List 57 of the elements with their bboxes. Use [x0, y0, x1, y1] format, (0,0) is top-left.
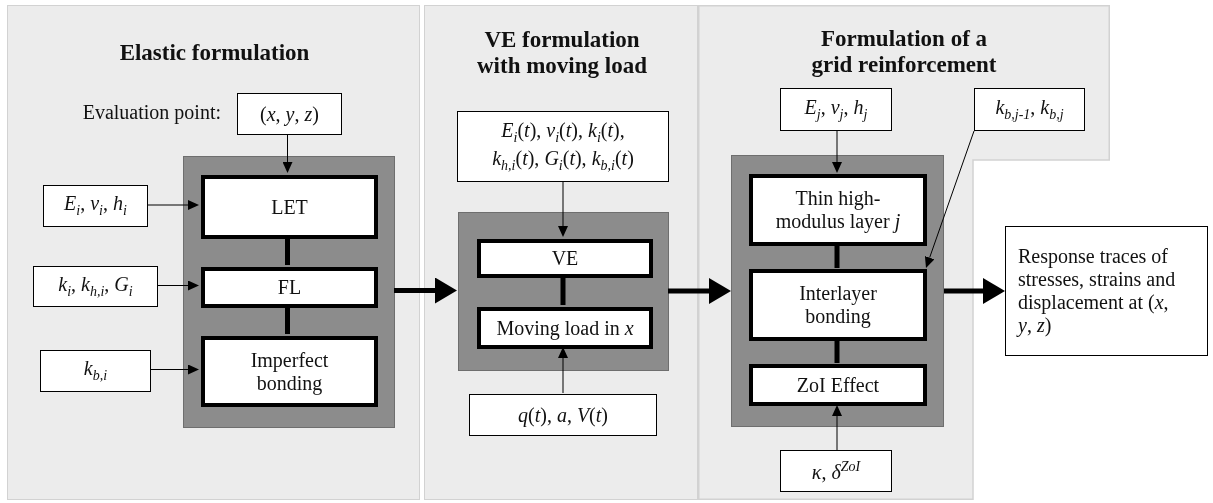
box-label: E$_{i}$(t), v$_{i}$(t), k$_{i}$(t), k$_{h,i}$(t), G$_{i}$(t), k$_{b,i}$(t) — [491, 119, 635, 174]
box-label: Response traces of stresses, strains and displacement at (x, y, z) — [1018, 245, 1177, 337]
process-box — [201, 175, 378, 239]
box-label: Imperfect bonding — [249, 348, 330, 395]
box-label: (x, y, z) — [260, 102, 319, 126]
arrow — [558, 347, 568, 394]
thick-arrow — [394, 277, 457, 304]
box-label: E$_{i}$, v$_{i}$, h$_{i}$ — [64, 192, 127, 220]
parameter-box — [974, 88, 1085, 131]
group-box — [183, 156, 395, 428]
arrow — [282, 133, 293, 173]
parameter-box — [457, 111, 669, 182]
box-label: LET — [271, 195, 308, 219]
parameter-box — [43, 185, 148, 227]
box-label: Interlayer bonding — [798, 282, 878, 328]
group-box — [458, 212, 669, 371]
panel-title: Formulation of a grid reinforcement — [810, 25, 998, 79]
box-label: Moving load in x — [496, 316, 634, 340]
box-label: k$_{i}$, k$_{h,i}$, G$_{i}$ — [58, 272, 133, 301]
arrow — [832, 405, 842, 451]
thick-arrow — [944, 278, 1005, 304]
box-label: k$_{b,j-1}$, k$_{b,j}$ — [995, 95, 1064, 124]
arrow — [149, 364, 199, 375]
parameter-box — [40, 350, 151, 392]
arrow — [146, 200, 199, 210]
section-panel — [424, 5, 698, 500]
arrow — [832, 130, 842, 173]
panel-title: VE formulation with moving load — [476, 26, 648, 80]
box-label: ZoI Effect — [796, 373, 880, 397]
process-box — [749, 269, 927, 341]
thick-arrow — [668, 278, 731, 304]
box-label: q(t), a, V(t) — [518, 403, 608, 427]
output-box — [1005, 226, 1208, 356]
parameter-box — [780, 88, 892, 131]
parameter-box — [469, 394, 657, 436]
process-box — [201, 267, 378, 308]
box-label: κ, δ$^{ZoI}$ — [811, 458, 861, 484]
arrow — [924, 130, 975, 268]
side-label: Evaluation point: — [82, 101, 221, 124]
box-label: FL — [277, 276, 302, 299]
arrow — [558, 180, 568, 237]
group-box — [731, 155, 944, 427]
section-panel — [7, 5, 420, 500]
process-box — [749, 364, 927, 406]
process-box — [201, 336, 378, 407]
box-label: VE — [551, 247, 579, 270]
parameter-box — [780, 450, 892, 492]
parameter-box — [33, 266, 158, 307]
parameter-box — [237, 93, 342, 135]
process-box — [477, 239, 653, 278]
box-label: Thin high-modulus layer j — [774, 187, 902, 233]
process-box — [749, 174, 927, 246]
arrow — [156, 280, 199, 291]
box-label: k$_{b,i}$ — [83, 357, 108, 385]
panel-title: Elastic formulation — [119, 39, 310, 67]
process-box — [477, 307, 653, 349]
box-label: E$_{j}$, v$_{j}$, h$_{j}$ — [804, 95, 868, 124]
